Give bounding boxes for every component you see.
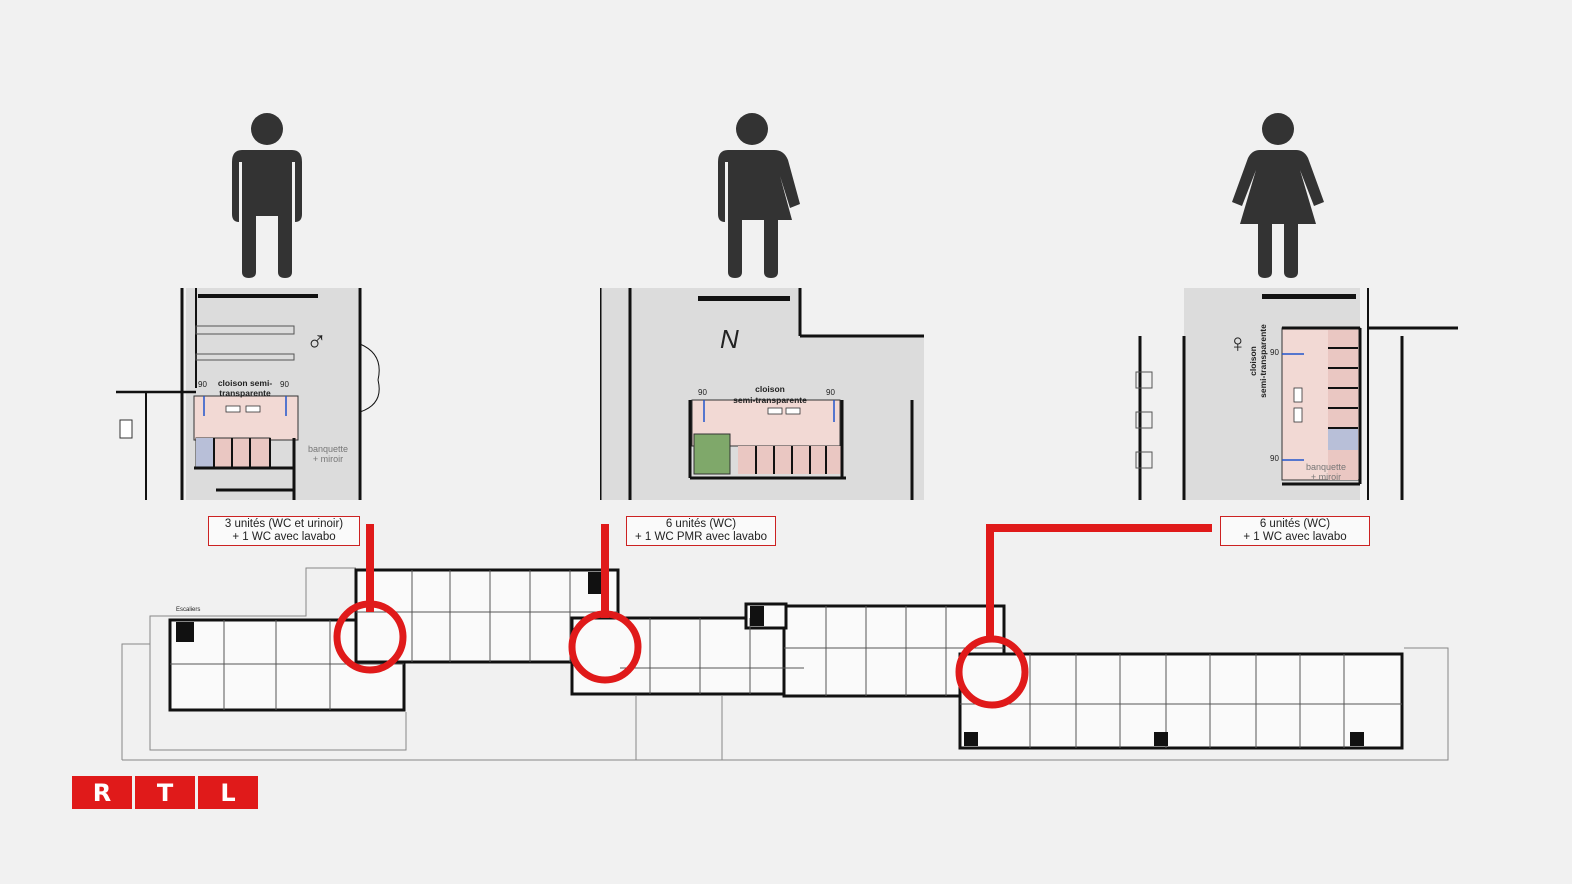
female-capacity-line1: 6 unités (WC) xyxy=(1259,518,1331,530)
male-dim-right: 90 xyxy=(280,380,289,389)
male-bench-label: banquette + miroir xyxy=(307,444,349,464)
neutral-symbol: N xyxy=(720,324,739,354)
neutral-capacity-label: 6 unités (WC) + 1 WC PMR avec lavabo xyxy=(626,516,776,546)
neutral-dim-right: 90 xyxy=(826,388,835,397)
female-symbol: ♀ xyxy=(1228,328,1248,358)
neutral-partition-label: cloison semi-transparente xyxy=(733,384,807,405)
neutral-capacity-line1: 6 unités (WC) xyxy=(665,518,737,530)
man-pictogram-icon xyxy=(232,113,302,278)
logo-letter-r: R xyxy=(72,776,132,809)
female-restroom-plan: ♀ cloison semi-transparente 90 90 banque… xyxy=(1132,288,1458,500)
female-dim-bottom: 90 xyxy=(1270,454,1279,463)
female-capacity-line2: + 1 WC avec lavabo xyxy=(1243,531,1347,543)
male-capacity-line2: + 1 WC avec lavabo xyxy=(232,531,336,543)
logo-letter-t: T xyxy=(135,776,195,809)
male-symbol: ♂ xyxy=(306,326,327,357)
female-capacity-label: 6 unités (WC) + 1 WC avec lavabo xyxy=(1220,516,1370,546)
floor-plan-rooms xyxy=(170,570,1402,748)
gender-neutral-pictogram-icon xyxy=(718,113,800,278)
male-restroom-plan: ♂ cloison semi- transparente 90 90 banqu… xyxy=(116,288,390,500)
highlight-circles xyxy=(333,600,1029,709)
neutral-restroom-plan: N cloison semi-transparente 90 90 xyxy=(600,288,924,500)
woman-pictogram-icon xyxy=(1232,113,1324,278)
neutral-capacity-line2: + 1 WC PMR avec lavabo xyxy=(635,531,767,543)
highlight-connectors xyxy=(366,524,1212,642)
neutral-dim-left: 90 xyxy=(698,388,707,397)
female-bench-label: banquette + miroir xyxy=(1305,462,1347,482)
male-dim-left: 90 xyxy=(198,380,207,389)
stair-label: Escaliers xyxy=(176,607,201,613)
male-capacity-line1: 3 unités (WC et urinoir) xyxy=(224,518,344,530)
male-capacity-label: 3 unités (WC et urinoir) + 1 WC avec lav… xyxy=(208,516,360,546)
rtl-logo: R T L xyxy=(72,776,258,809)
logo-letter-l: L xyxy=(198,776,258,809)
male-partition-label: cloison semi- transparente xyxy=(217,378,273,398)
female-dim-top: 90 xyxy=(1270,348,1279,357)
